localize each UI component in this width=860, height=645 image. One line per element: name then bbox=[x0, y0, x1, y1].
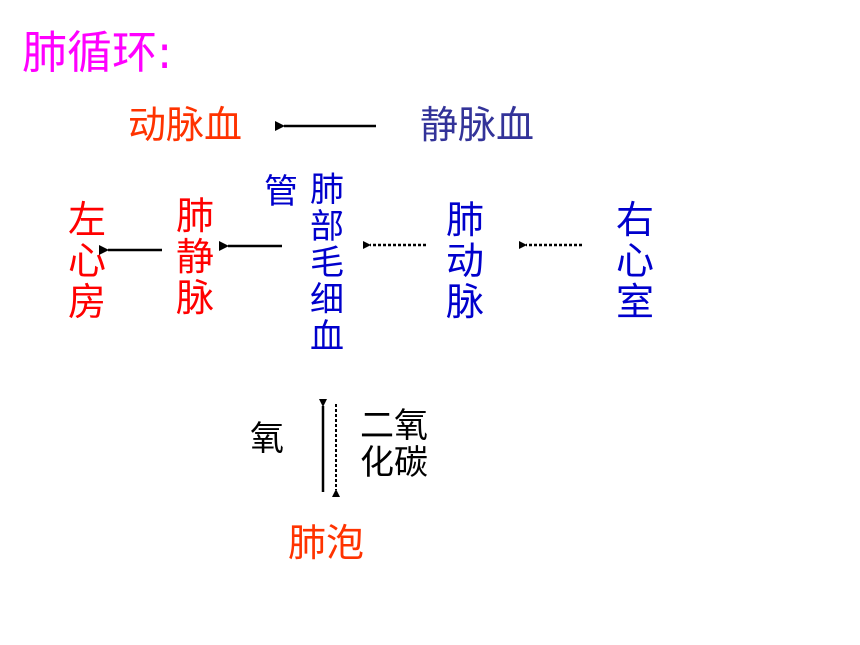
capillary-side-char: 管 bbox=[264, 172, 298, 212]
oxygen-label: 氧 bbox=[250, 419, 284, 459]
page-title: 肺循环: bbox=[22, 26, 173, 79]
alveoli-label: 肺泡 bbox=[288, 521, 365, 565]
carbon-dioxide-label: 二氧 化碳 bbox=[360, 406, 428, 483]
pulmonary-vein-label: 肺 静 脉 bbox=[176, 194, 215, 321]
pulmonary-capillary-label: 肺 部 毛 细 血 bbox=[310, 170, 344, 357]
left-atrium-label: 左 心 房 bbox=[68, 198, 107, 325]
pulmonary-artery-label: 肺 动 脉 bbox=[446, 198, 485, 325]
arterial-blood-label: 动脉血 bbox=[128, 103, 243, 147]
venous-blood-label: 静脉血 bbox=[420, 103, 535, 147]
right-ventricle-label: 右 心 室 bbox=[616, 198, 655, 325]
